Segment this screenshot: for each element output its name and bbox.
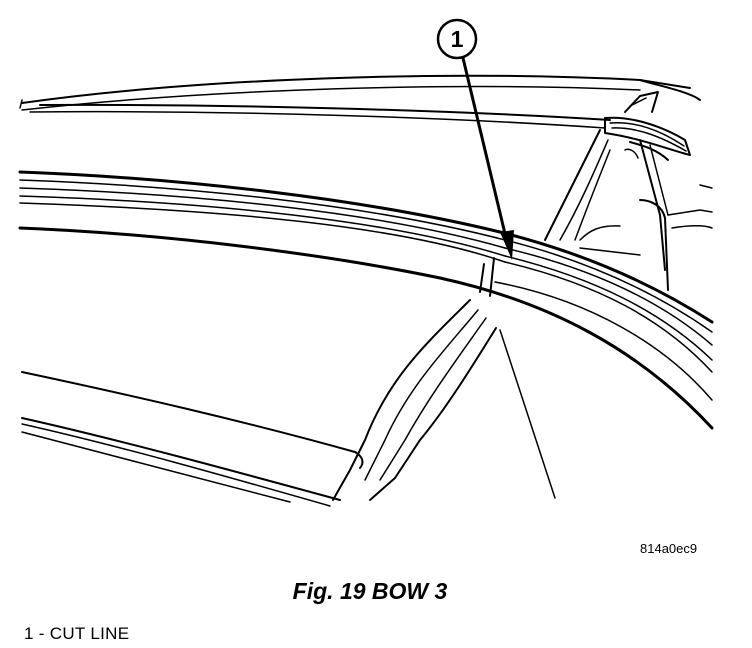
figure-code: 814a0ec9 [640, 541, 698, 556]
right-pillar [544, 129, 713, 291]
legend-number: 1 [24, 624, 34, 643]
bow-3 [18, 170, 714, 430]
roof-rail [19, 74, 701, 129]
top-bracket [604, 91, 691, 156]
legend: 1 - CUT LINE [24, 624, 129, 644]
legend-text: CUT LINE [49, 624, 130, 643]
callout-1-number: 1 [451, 26, 464, 52]
figure-caption: Fig. 19 BOW 3 [292, 578, 448, 604]
legend-separator: - [33, 624, 50, 643]
callout-leader [461, 56, 514, 260]
callout-1: 1 [436, 18, 478, 60]
lower-seal [332, 299, 556, 501]
lower-panels [21, 371, 364, 507]
cut-line [479, 263, 485, 293]
